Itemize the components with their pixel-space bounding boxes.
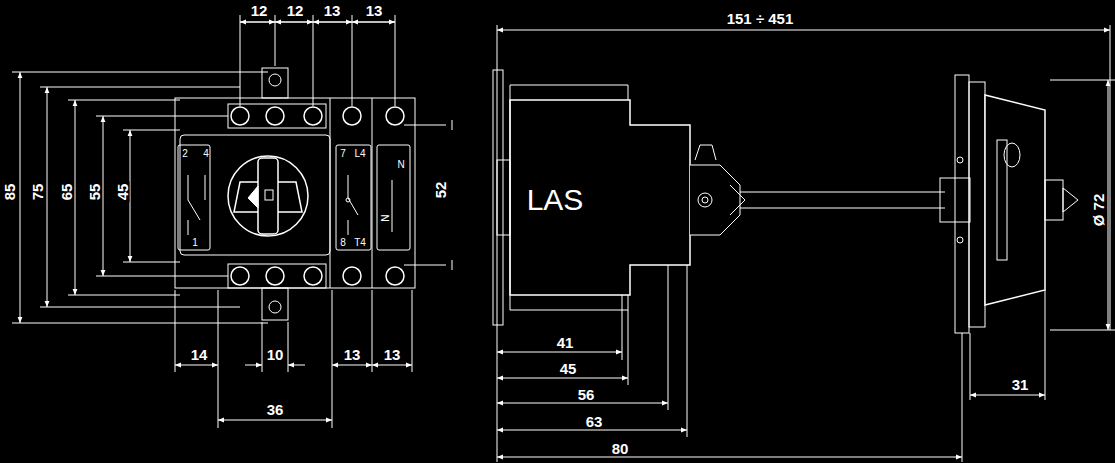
dimension-label: 45 (558, 361, 579, 376)
terminal-mark: N (379, 212, 389, 223)
product-name: LAS (525, 185, 586, 215)
dimension-label: 55 (87, 182, 102, 203)
dimension-label: 31 (1010, 377, 1031, 392)
terminal-mark: T4 (352, 238, 368, 248)
terminal-mark: 1 (190, 238, 200, 248)
dimension-label: 12 (249, 3, 270, 18)
terminal-mark: L4 (352, 149, 367, 159)
dimension-label: 52 (433, 180, 448, 201)
dimension-label: 12 (285, 3, 306, 18)
dimension-label: 10 (265, 347, 286, 362)
terminal-mark: 4 (201, 149, 211, 159)
dimension-label: 63 (584, 414, 605, 429)
dimension-label: 65 (59, 182, 74, 203)
dimension-label: 75 (30, 182, 45, 203)
dimension-label: 80 (610, 441, 631, 456)
terminal-mark: 2 (180, 149, 190, 159)
dimension-label: Ø 72 (1091, 192, 1106, 229)
dimension-label: 56 (576, 387, 597, 402)
dimension-label: 14 (189, 347, 210, 362)
terminal-mark: 7 (338, 149, 348, 159)
terminal-mark: N (395, 160, 406, 170)
dimension-label: 36 (265, 402, 286, 417)
dimension-label: 41 (555, 335, 576, 350)
dimension-label: 85 (2, 182, 17, 203)
dimension-label: 45 (115, 182, 130, 203)
dimension-label: 151 ÷ 451 (725, 11, 796, 26)
terminal-mark: 8 (338, 238, 348, 248)
dimension-label: 13 (322, 3, 343, 18)
dimension-label: 13 (342, 347, 363, 362)
dimension-label: 13 (364, 3, 385, 18)
dimension-label: 13 (382, 347, 403, 362)
